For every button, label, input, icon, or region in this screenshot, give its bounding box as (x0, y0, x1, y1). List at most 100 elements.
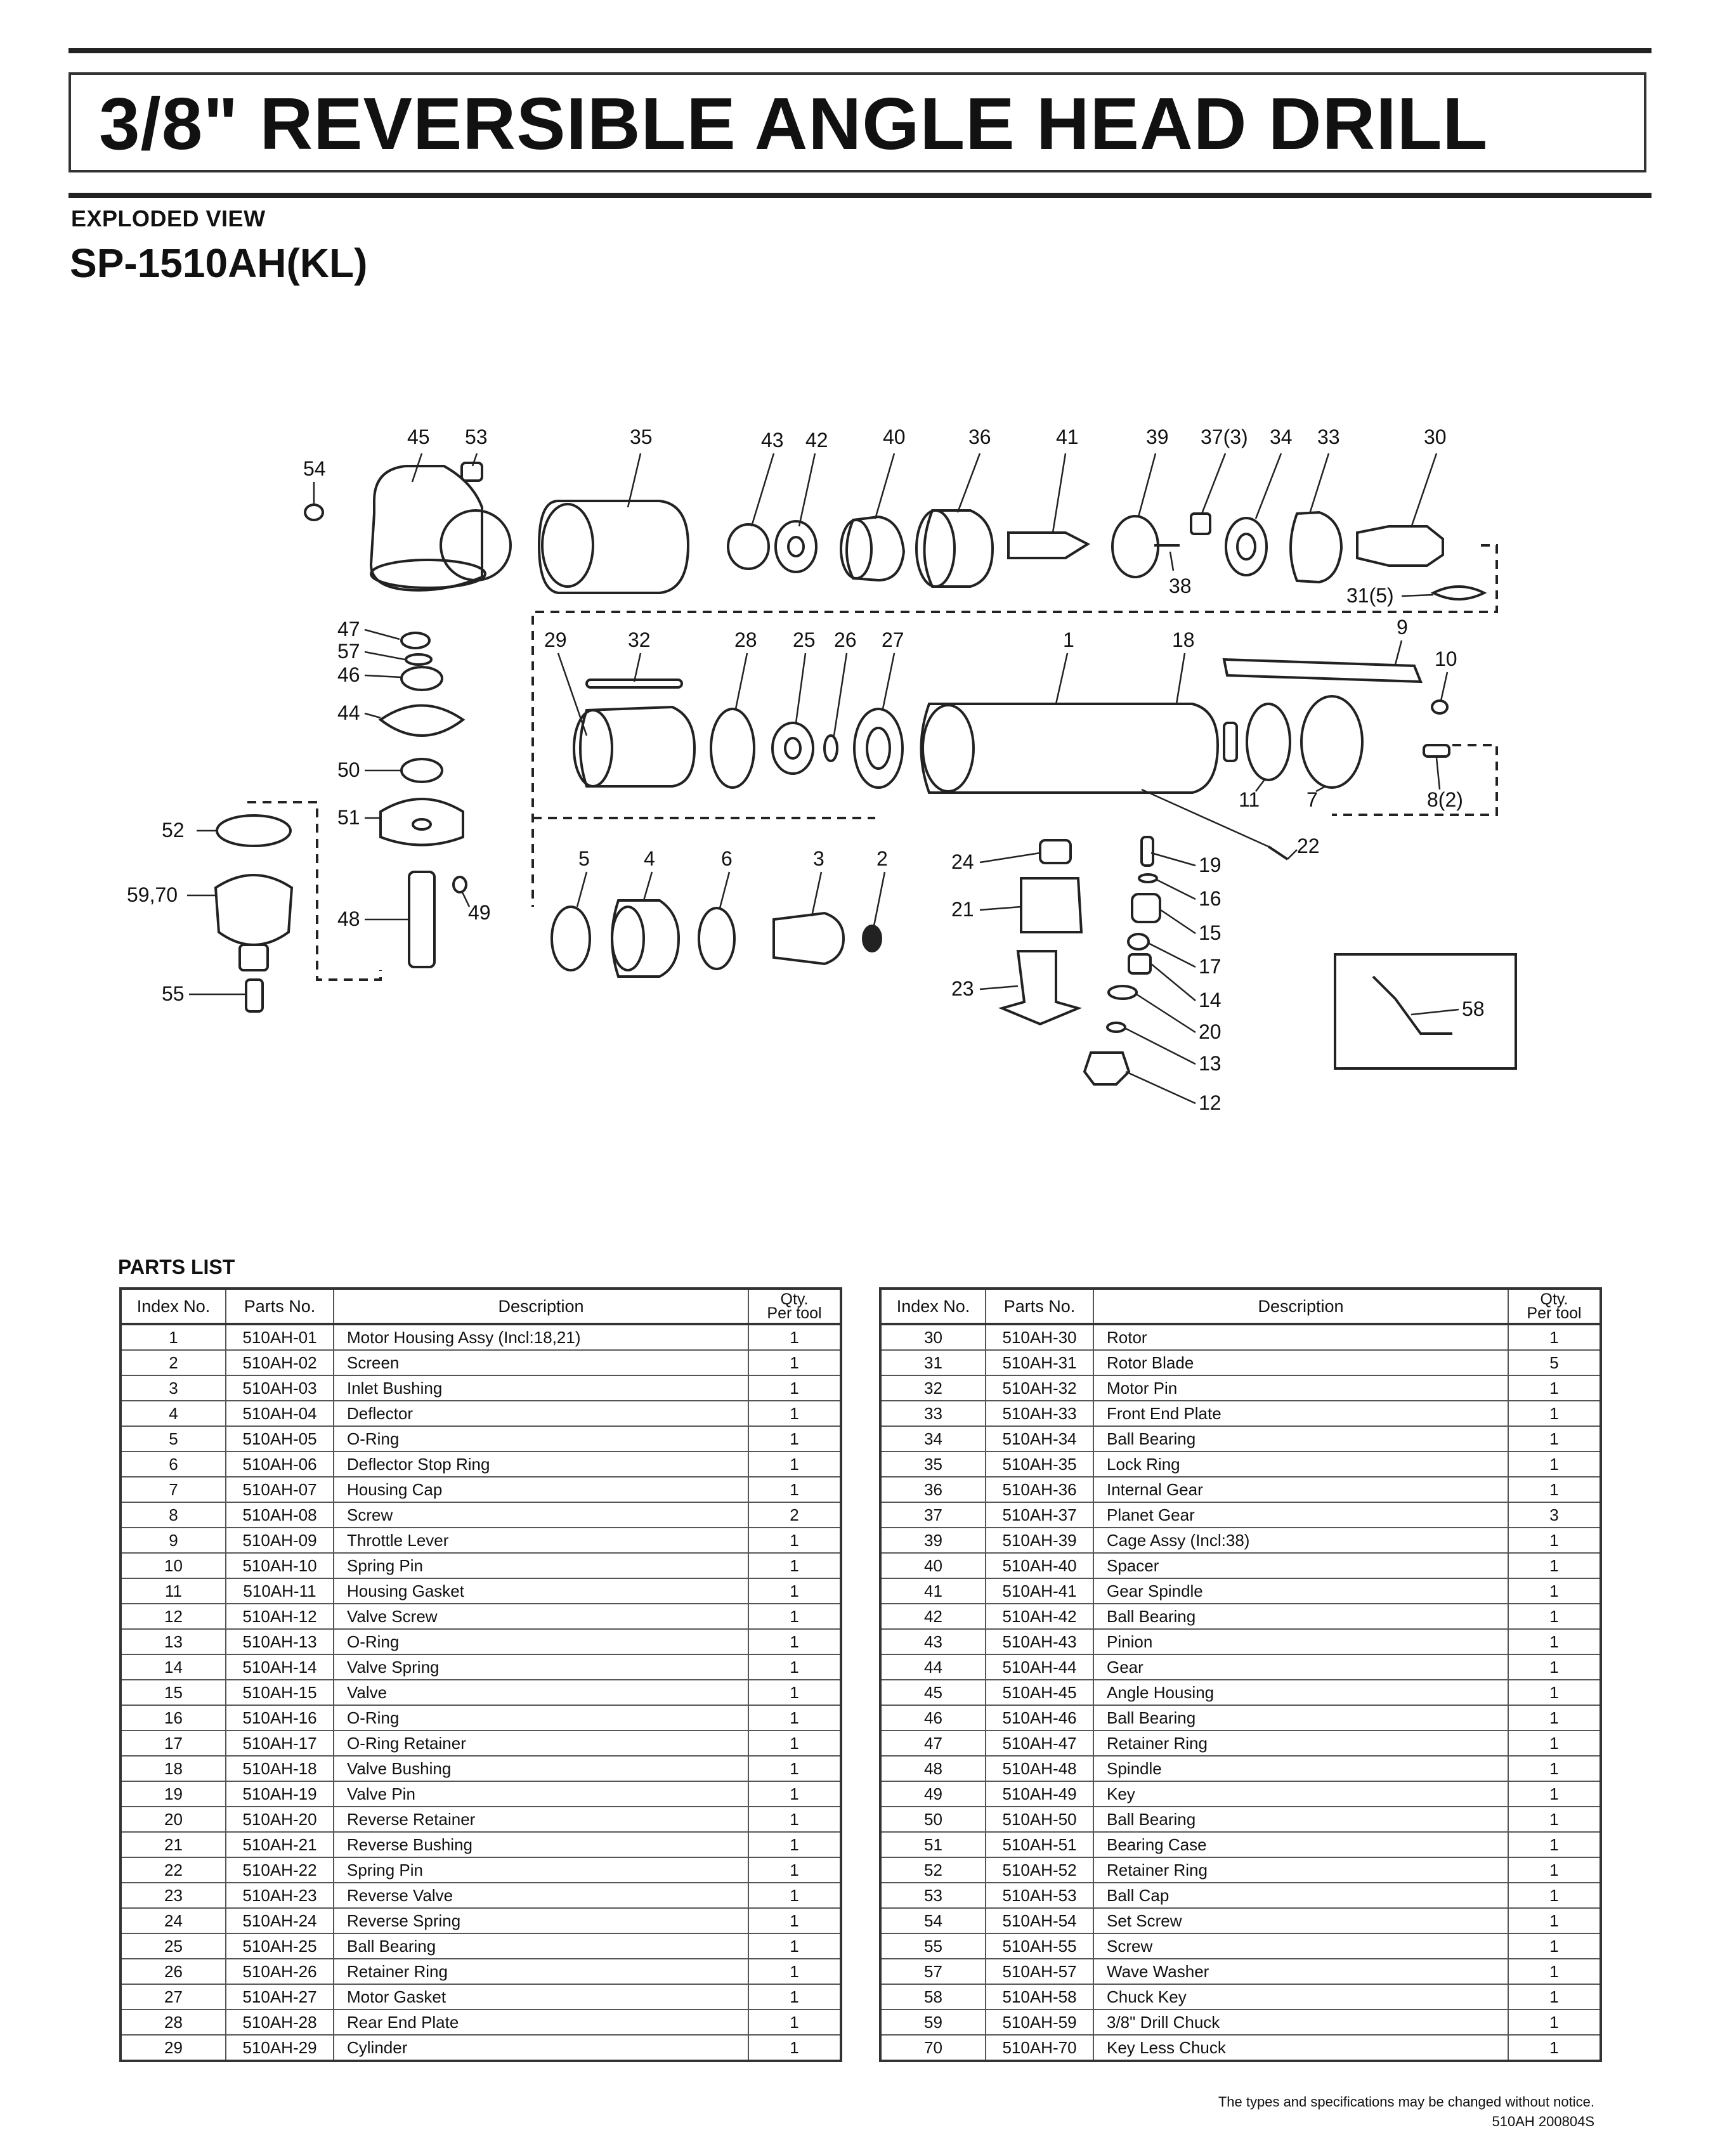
qty-cell: 1 (748, 1755, 842, 1782)
qty-cell: 1 (748, 1882, 842, 1909)
part-bearing-case-bore (412, 818, 432, 831)
index-cell: 34 (880, 1425, 986, 1452)
qty-cell: 1 (748, 1654, 842, 1680)
description-cell: Wave Washer (1093, 1958, 1509, 1985)
index-cell: 70 (880, 2034, 986, 2062)
qty-cell: 5 (1508, 1349, 1601, 1376)
qty-cell: 1 (748, 1603, 842, 1630)
description-cell: Screw (333, 1502, 749, 1528)
qty-cell: 1 (1508, 1451, 1601, 1477)
index-cell: 51 (880, 1831, 986, 1858)
callout-label: 5 (578, 847, 590, 870)
qty-cell: 1 (1508, 1831, 1601, 1858)
index-cell: 47 (880, 1730, 986, 1757)
part-number-cell: 510AH-28 (225, 2009, 334, 2036)
part-o-ring-retainer (1127, 933, 1150, 951)
part-drill-chuck (214, 874, 294, 946)
qty-cell: 1 (748, 2034, 842, 2062)
qty-cell: 1 (748, 1679, 842, 1706)
description-cell: Valve Bushing (333, 1755, 749, 1782)
footer-specs-note: The types and specifications may be chan… (1218, 2094, 1594, 2110)
part-lock-ring (537, 500, 690, 594)
column-header-index: Index No. (880, 1288, 986, 1325)
part-number-cell: 510AH-70 (985, 2034, 1094, 2062)
part-number-cell: 510AH-48 (985, 1755, 1094, 1782)
part-bearing-case (379, 798, 464, 847)
qty-cell: 1 (748, 1451, 842, 1477)
description-cell: O-Ring (333, 1705, 749, 1731)
index-cell: 2 (120, 1349, 226, 1376)
index-cell: 28 (120, 2009, 226, 2036)
part-number-cell: 510AH-13 (225, 1628, 334, 1655)
part-number-cell: 510AH-32 (985, 1375, 1094, 1401)
part-throttle-lever (1222, 658, 1423, 684)
callout-label: 2 (876, 847, 888, 870)
index-cell: 19 (120, 1781, 226, 1807)
index-cell: 5 (120, 1425, 226, 1452)
part-number-cell: 510AH-37 (985, 1502, 1094, 1528)
column-header-qty: Qty. Per tool (1508, 1288, 1601, 1325)
part-spacer-bore (840, 519, 873, 580)
part-number-cell: 510AH-41 (985, 1578, 1094, 1604)
part-number-cell: 510AH-06 (225, 1451, 334, 1477)
description-cell: Reverse Valve (333, 1882, 749, 1909)
callout-label: 9 (1397, 616, 1408, 639)
description-cell: Cage Assy (Incl:38) (1093, 1527, 1509, 1554)
part-angle-housing-side (440, 509, 512, 581)
callout-label: 20 (1199, 1020, 1222, 1043)
footer-notice: The types and specifications may be chan… (1218, 2093, 1594, 2132)
qty-cell: 2 (748, 1502, 842, 1528)
description-cell: Gear Spindle (1093, 1578, 1509, 1604)
part-number-cell: 510AH-08 (225, 1502, 334, 1528)
index-cell: 58 (880, 1984, 986, 2010)
index-cell: 6 (120, 1451, 226, 1477)
index-cell: 13 (120, 1628, 226, 1655)
qty-cell: 1 (1508, 1476, 1601, 1503)
callout-label: 6 (721, 847, 733, 870)
part-retainer-ring-26 (823, 734, 838, 762)
column-header-description: Description (1093, 1288, 1509, 1325)
part-ball-bearing-34 (1225, 517, 1268, 576)
index-cell: 21 (120, 1831, 226, 1858)
callout-label: 41 (1056, 425, 1079, 448)
qty-cell: 1 (1508, 1375, 1601, 1401)
index-cell: 42 (880, 1603, 986, 1630)
assembly-guide-line-2 (1332, 744, 1498, 816)
description-cell: Pinion (1093, 1628, 1509, 1655)
diagram-parts (214, 462, 1517, 1086)
description-cell: Lock Ring (1093, 1451, 1509, 1477)
description-cell: Reverse Bushing (333, 1831, 749, 1858)
description-cell: Spacer (1093, 1552, 1509, 1579)
callout-label: 18 (1172, 628, 1195, 651)
index-cell: 44 (880, 1654, 986, 1680)
assembly-guide-line-3 (247, 801, 382, 981)
index-cell: 43 (880, 1628, 986, 1655)
callout-label: 25 (793, 628, 816, 651)
part-ball-bearing-46 (400, 666, 443, 691)
part-cylinder (579, 705, 696, 788)
part-o-ring-5 (551, 906, 591, 971)
part-number-cell: 510AH-45 (985, 1679, 1094, 1706)
callout-label: 21 (951, 898, 974, 921)
callout-labels: 45 53 54 35 43 42 40 36 41 39 37(3) 34 3… (127, 425, 1485, 1114)
exploded-view-diagram: 45 53 54 35 43 42 40 36 41 39 37(3) 34 3… (127, 425, 1517, 1114)
qty-cell: 1 (1508, 1578, 1601, 1604)
part-number-cell: 510AH-24 (225, 1907, 334, 1934)
column-header-qty: Qty. Per tool (748, 1288, 842, 1325)
callout-label: 14 (1199, 989, 1222, 1011)
description-cell: Throttle Lever (333, 1527, 749, 1554)
chuck-key-box (1334, 953, 1517, 1070)
part-number-cell: 510AH-04 (225, 1400, 334, 1427)
part-number-cell: 510AH-17 (225, 1730, 334, 1757)
